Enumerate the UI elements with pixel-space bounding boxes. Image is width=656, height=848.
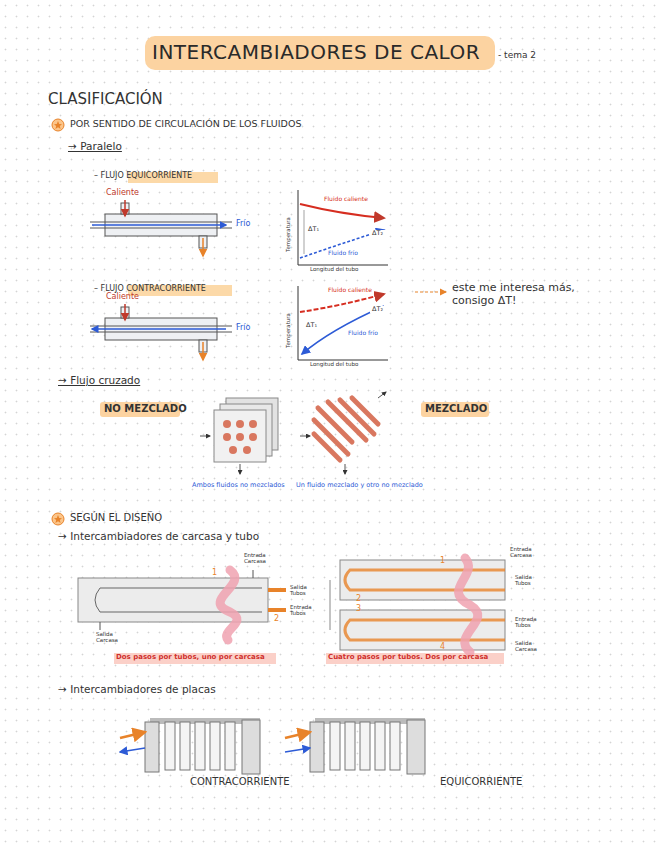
callout-number: 4 — [440, 642, 445, 651]
port-label: Salida Tubos — [290, 584, 324, 597]
axis-label: Temperatura — [285, 217, 291, 252]
page-title: INTERCAMBIADORES DE CALOR — [152, 41, 480, 64]
type-label: NO MEZCLADO — [104, 403, 187, 415]
axis-label: Temperatura — [285, 313, 291, 348]
delta-label: ΔT₁ — [306, 226, 321, 233]
crossflow-unmixed — [200, 398, 278, 474]
text-highlight — [421, 402, 489, 417]
figure-caption: Ambos fluidos no mezclados — [192, 482, 285, 489]
flow-label: Caliente — [106, 188, 139, 197]
note-arrow — [415, 291, 446, 292]
curve-label: Fluido caliente — [322, 196, 370, 203]
subheading: – FLUJO EQUICORRIENTE — [94, 171, 192, 180]
flow-label: Frío — [236, 323, 250, 332]
subtitle: - tema 2 — [498, 50, 536, 60]
axis-label: Longitud del tubo — [310, 361, 358, 367]
double-pipe-exchanger — [90, 200, 232, 256]
text-highlight — [114, 653, 276, 664]
callout-number: 3 — [356, 604, 361, 613]
subheading: → Flujo cruzado — [58, 374, 140, 386]
temperature-graph — [296, 188, 388, 272]
bullet-icon — [52, 119, 64, 525]
figure-caption: EQUICORRIENTE — [440, 776, 522, 788]
port-label: Salida Carcasa — [96, 631, 128, 644]
margin-note: este me interesa más, consigo ΔT! — [452, 282, 584, 307]
figure-caption: Un fluido mezclado y otro no mezclado — [296, 482, 423, 489]
curve-label: Fluido frío — [326, 250, 360, 257]
callout-number: 1 — [212, 568, 217, 577]
port-label: Entrada Carcasa — [510, 546, 544, 559]
temperature-graph — [296, 284, 388, 370]
callout-number: 2 — [274, 614, 279, 623]
callout-number: 2 — [356, 594, 361, 603]
type-label: MEZCLADO — [425, 403, 487, 415]
figure-caption: Cuatro pasos por tubos. Dos por carcasa — [328, 653, 488, 661]
port-label: Entrada Tubos — [515, 616, 547, 629]
subheading: → Paralelo — [68, 140, 122, 152]
port-label: Entrada Carcasa — [244, 552, 276, 565]
text-highlight — [326, 653, 504, 664]
callout-number: 1 — [440, 556, 445, 565]
flow-label: Frío — [236, 219, 250, 228]
subheading: – FLUJO CONTRACORRIENTE — [94, 284, 206, 293]
shell-and-tube-exchanger — [78, 570, 286, 640]
section-heading: CLASIFICACIÓN — [48, 91, 163, 108]
crossflow-mixed — [300, 392, 386, 474]
curve-label: Fluido caliente — [326, 287, 374, 294]
delta-label: ΔT₁ — [304, 322, 319, 329]
figure-caption: Dos pasos por tubos, uno por carcasa — [116, 653, 265, 661]
delta-label: ΔT₂ — [370, 306, 385, 313]
section-heading: SEGÚN EL DISEÑO — [70, 512, 162, 524]
delta-label: ΔT₂ — [370, 230, 385, 237]
title-highlight — [145, 36, 495, 70]
axis-label: Longitud del tubo — [310, 266, 358, 272]
subheading: → Intercambiadores de carcasa y tubo — [58, 530, 259, 542]
port-label: Salida Tubos — [515, 574, 547, 587]
flow-label: Caliente — [106, 292, 139, 301]
shell-and-tube-exchanger — [330, 558, 505, 652]
plate-exchanger — [285, 718, 425, 774]
section-heading: POR SENTIDO DE CIRCULACIÓN DE LOS FLUIDO… — [70, 119, 301, 130]
plate-exchanger — [120, 718, 260, 774]
curve-label: Fluido frío — [346, 330, 380, 337]
port-label: Salida Carcasa — [515, 640, 547, 653]
port-label: Entrada Tubos — [290, 604, 324, 617]
figure-caption: CONTRACORRIENTE — [190, 776, 290, 788]
subheading: → Intercambiadores de placas — [58, 683, 216, 695]
double-pipe-exchanger — [90, 304, 232, 360]
